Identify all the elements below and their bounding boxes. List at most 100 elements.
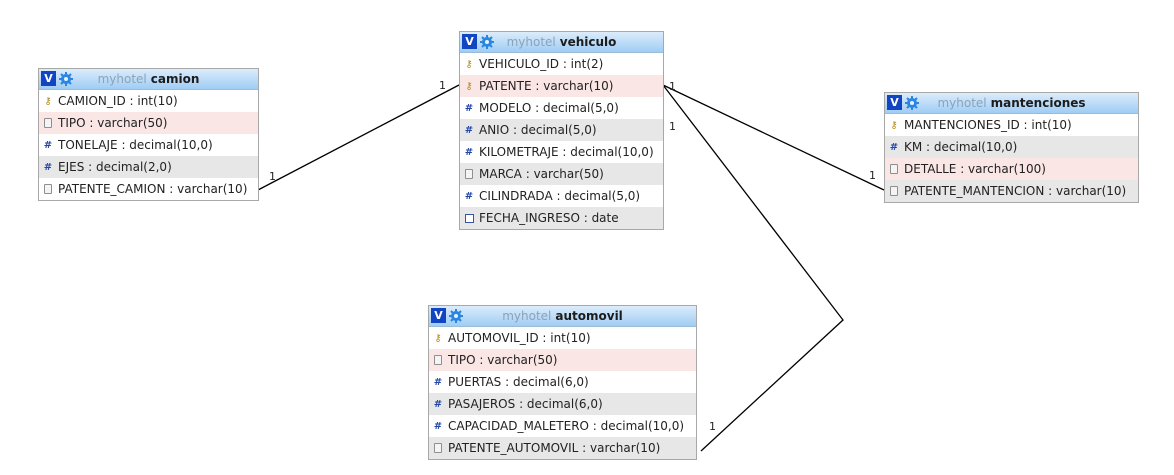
column-row[interactable]: MARCA : varchar(50)	[460, 163, 663, 185]
table-name: vehiculo	[559, 35, 617, 49]
number-icon: #	[43, 139, 53, 151]
column-label: PATENTE_MANTENCION : varchar(10)	[904, 184, 1127, 198]
column-label: CILINDRADA : decimal(5,0)	[479, 189, 641, 203]
key-icon: ⚷	[434, 332, 442, 344]
column-row[interactable]: #ANIO : decimal(5,0)	[460, 119, 663, 141]
date-icon	[464, 213, 474, 223]
column-row[interactable]: FECHA_INGRESO : date	[460, 207, 663, 229]
cardinality-label: 1	[709, 420, 716, 433]
column-label: KILOMETRAJE : decimal(10,0)	[479, 145, 654, 159]
database-name: myhotel	[97, 72, 147, 86]
column-row[interactable]: ⚷ VEHICULO_ID : int(2)	[460, 53, 663, 75]
column-list: ⚷ CAMION_ID : int(10) TIPO : varchar(50) # T…	[39, 90, 258, 200]
key-icon: ⚷	[890, 119, 898, 131]
toggle-button[interactable]: V	[462, 34, 477, 49]
column-row[interactable]: DETALLE : varchar(100)	[885, 158, 1138, 180]
table-name: mantenciones	[990, 96, 1086, 110]
table-name: automovil	[555, 309, 623, 323]
string-icon	[889, 186, 899, 196]
table-automovil[interactable]: V myhotel automovil ⚷ AUTOMOVIL_ID : int(…	[428, 305, 697, 460]
column-label: TONELAJE : decimal(10,0)	[58, 138, 213, 152]
column-list: ⚷ VEHICULO_ID : int(2) ⚷ PATENTE : varchar(…	[460, 53, 663, 229]
key-icon: ⚷	[465, 80, 473, 92]
column-row[interactable]: PATENTE_CAMION : varchar(10)	[39, 178, 258, 200]
column-label: PUERTAS : decimal(6,0)	[448, 375, 589, 389]
column-row[interactable]: # TONELAJE : decimal(10,0)	[39, 134, 258, 156]
gear-icon[interactable]	[904, 95, 920, 111]
column-row[interactable]: # EJES : decimal(2,0)	[39, 156, 258, 178]
number-icon: #	[464, 102, 474, 114]
column-row[interactable]: # PUERTAS : decimal(6,0)	[429, 371, 696, 393]
toggle-button[interactable]: V	[41, 71, 56, 86]
cardinality-label: 1	[669, 80, 676, 93]
column-row[interactable]: ⚷ AUTOMOVIL_ID : int(10)	[429, 327, 696, 349]
column-label: TIPO : varchar(50)	[448, 353, 558, 367]
column-label: PATENTE_CAMION : varchar(10)	[58, 182, 248, 196]
column-row[interactable]: # KILOMETRAJE : decimal(10,0)	[460, 141, 663, 163]
number-icon: #	[889, 141, 899, 153]
column-row[interactable]: PATENTE_MANTENCION : varchar(10)	[885, 180, 1138, 202]
toggle-button[interactable]: V	[887, 95, 902, 110]
column-row[interactable]: #CILINDRADA : decimal(5,0)	[460, 185, 663, 207]
table-vehiculo[interactable]: V myhotel vehiculo ⚷ VEHICULO_ID : int(2)…	[459, 31, 664, 230]
column-label: AUTOMOVIL_ID : int(10)	[448, 331, 591, 345]
table-header[interactable]: V myhotel automovil	[429, 306, 696, 327]
column-label: DETALLE : varchar(100)	[904, 162, 1046, 176]
string-icon	[464, 169, 474, 179]
column-label: EJES : decimal(2,0)	[58, 160, 172, 174]
database-name: myhotel	[502, 309, 552, 323]
database-name: myhotel	[937, 96, 987, 110]
column-label: MARCA : varchar(50)	[479, 167, 604, 181]
table-mantenciones[interactable]: V myhotel mantenciones ⚷ MANTENCIONES_ID …	[884, 92, 1139, 203]
string-icon	[433, 443, 443, 453]
string-icon	[43, 118, 53, 128]
column-label: PATENTE_AUTOMOVIL : varchar(10)	[448, 441, 661, 455]
relation-line-vehiculo-automovil	[662, 84, 844, 452]
table-name: camion	[150, 72, 200, 86]
column-label: VEHICULO_ID : int(2)	[479, 57, 604, 71]
column-row[interactable]: ⚷ MANTENCIONES_ID : int(10)	[885, 114, 1138, 136]
table-header[interactable]: V myhotel vehiculo	[460, 32, 663, 53]
toggle-button[interactable]: V	[431, 308, 446, 323]
number-icon: #	[433, 420, 443, 432]
number-icon: #	[464, 124, 474, 136]
key-icon: ⚷	[465, 58, 473, 70]
relation-line-vehiculo-mantenciones	[662, 84, 885, 191]
database-name: myhotel	[506, 35, 556, 49]
number-icon: #	[43, 161, 53, 173]
string-icon	[433, 355, 443, 365]
column-row[interactable]: # CAPACIDAD_MALETERO : decimal(10,0)	[429, 415, 696, 437]
gear-icon[interactable]	[448, 308, 464, 324]
column-row[interactable]: # PASAJEROS : decimal(6,0)	[429, 393, 696, 415]
column-label: MANTENCIONES_ID : int(10)	[904, 118, 1072, 132]
number-icon: #	[433, 376, 443, 388]
column-row[interactable]: TIPO : varchar(50)	[39, 112, 258, 134]
key-icon: ⚷	[44, 95, 52, 107]
table-header[interactable]: V myhotel mantenciones	[885, 93, 1138, 114]
column-list: ⚷ AUTOMOVIL_ID : int(10) TIPO : varchar(50…	[429, 327, 696, 459]
column-row[interactable]: #KM : decimal(10,0)	[885, 136, 1138, 158]
cardinality-label: 1	[869, 169, 876, 182]
column-label: CAMION_ID : int(10)	[58, 94, 178, 108]
column-label: FECHA_INGRESO : date	[479, 211, 619, 225]
column-label: PATENTE : varchar(10)	[479, 79, 614, 93]
column-label: CAPACIDAD_MALETERO : decimal(10,0)	[448, 419, 685, 433]
cardinality-label: 1	[439, 79, 446, 92]
column-row[interactable]: #MODELO : decimal(5,0)	[460, 97, 663, 119]
column-row[interactable]: PATENTE_AUTOMOVIL : varchar(10)	[429, 437, 696, 459]
table-header[interactable]: V myhotel camion	[39, 69, 258, 90]
number-icon: #	[433, 398, 443, 410]
column-list: ⚷ MANTENCIONES_ID : int(10) #KM : decimal(…	[885, 114, 1138, 202]
cardinality-label: 1	[269, 170, 276, 183]
column-row[interactable]: ⚷ CAMION_ID : int(10)	[39, 90, 258, 112]
column-row[interactable]: TIPO : varchar(50)	[429, 349, 696, 371]
gear-icon[interactable]	[58, 71, 74, 87]
number-icon: #	[464, 146, 474, 158]
column-label: PASAJEROS : decimal(6,0)	[448, 397, 603, 411]
gear-icon[interactable]	[479, 34, 495, 50]
cardinality-label: 1	[669, 120, 676, 133]
string-icon	[889, 164, 899, 174]
column-row[interactable]: ⚷ PATENTE : varchar(10)	[460, 75, 663, 97]
table-camion[interactable]: V myhotel camion ⚷ CAMION_ID : int(10) TIP…	[38, 68, 259, 201]
